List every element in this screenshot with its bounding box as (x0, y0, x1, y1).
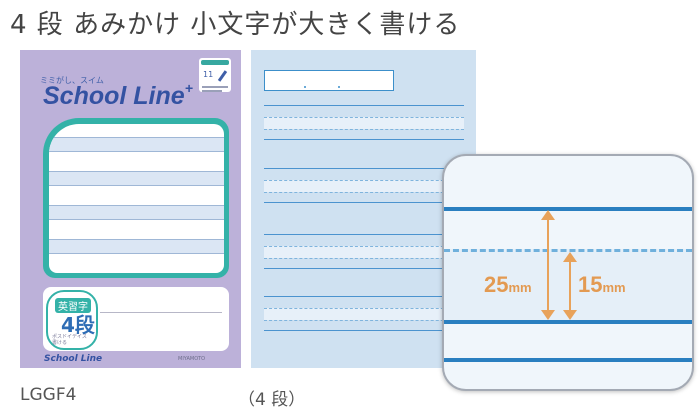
cover-brand-plus: + (184, 80, 193, 96)
name-line (100, 312, 222, 313)
arrow-15mm (569, 260, 571, 312)
window-line (49, 185, 224, 186)
page-dashed-line (264, 308, 464, 309)
cover-brand-text: School Line (43, 82, 185, 110)
window-line (49, 205, 224, 206)
page-title: 4 段 あみかけ 小文字が大きく書ける (10, 10, 461, 40)
page-solid-line (264, 296, 464, 297)
page-solid-line (264, 105, 464, 106)
page-solid-line (264, 139, 464, 140)
cover-brand-logo: School Line+ (43, 80, 193, 111)
page-band (264, 308, 464, 320)
page-dashed-line (264, 129, 464, 130)
badge-tag (201, 60, 229, 65)
cover-subtitle: ミミがし、スイム (40, 76, 104, 85)
window-band (49, 172, 224, 185)
badge-line (202, 90, 222, 92)
window-line (49, 151, 224, 152)
arrow-up-icon (563, 252, 577, 262)
zoom-solid-line (444, 358, 692, 362)
cover-maker: MIYAMOTO (178, 356, 206, 362)
window-band (49, 206, 224, 219)
window-band (49, 138, 224, 151)
product-variant: （4 段） (238, 390, 306, 410)
arrow-25mm (547, 218, 549, 312)
window-line (49, 239, 224, 240)
page-name-box (264, 70, 394, 91)
measure-25mm: 25mm (484, 272, 532, 297)
page-solid-line (264, 202, 464, 203)
zoom-dashed-line (444, 249, 692, 252)
page-solid-line (264, 168, 464, 169)
page-solid-line (264, 268, 464, 269)
badge-line (202, 86, 228, 88)
page-band (264, 117, 464, 129)
page-solid-line (264, 330, 464, 331)
page-dashed-line (264, 117, 464, 118)
page-dashed-line (264, 180, 464, 181)
grade-label: 4段 (61, 313, 95, 337)
namebox-dot (338, 86, 340, 88)
window-line (49, 171, 224, 172)
page-dashed-line (264, 192, 464, 193)
page-band (264, 180, 464, 192)
window-band (49, 240, 224, 253)
page-solid-line (264, 234, 464, 235)
page-band (264, 246, 464, 258)
zoom-solid-line (444, 207, 692, 211)
arrow-down-icon (563, 310, 577, 320)
subject-tag: 英習字 (55, 298, 91, 313)
page-dashed-line (264, 258, 464, 259)
page-dashed-line (264, 320, 464, 321)
cover-window (49, 124, 224, 273)
product-code: LGGF4 (20, 385, 77, 405)
page-dashed-line (264, 246, 464, 247)
zoom-solid-line (444, 320, 692, 324)
arrow-up-icon (541, 210, 555, 220)
window-line (49, 137, 224, 138)
arrow-down-icon (541, 310, 555, 320)
measure-15mm: 15mm (578, 272, 626, 297)
zoom-callout: 25mm 15mm (442, 154, 694, 391)
cover-brand-bottom: School Line (44, 354, 103, 364)
namebox-dot (304, 86, 306, 88)
window-line (49, 219, 224, 220)
window-line (49, 253, 224, 254)
badge-number: 11 (203, 70, 214, 79)
label-small-text: ポスドイデイス 書ける (52, 334, 87, 346)
